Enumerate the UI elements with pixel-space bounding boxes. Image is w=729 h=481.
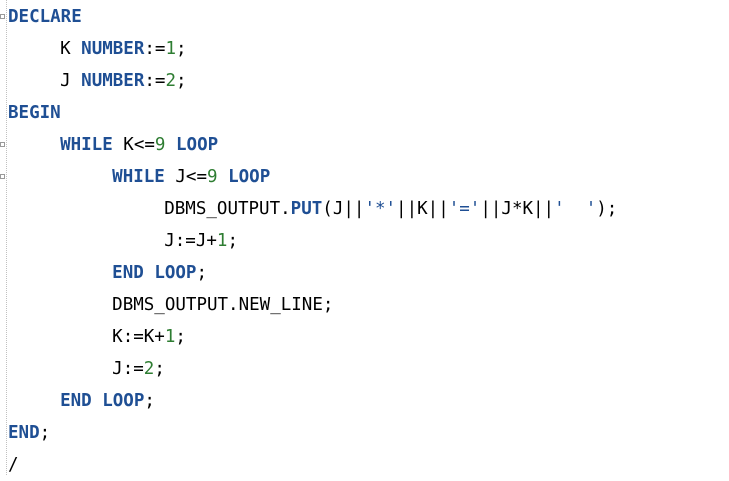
- code-token: ;: [144, 391, 155, 411]
- code-token: ;: [196, 263, 208, 283]
- code-token: ;: [227, 231, 239, 251]
- fold-toggle-icon[interactable]: [0, 14, 5, 19]
- code-token: NUMBER: [81, 71, 145, 91]
- code-line[interactable]: BEGIN: [8, 97, 61, 129]
- code-token: [218, 167, 229, 187]
- code-token: BEGIN: [8, 103, 61, 123]
- code-token: K: [60, 39, 82, 59]
- code-token: [92, 391, 103, 411]
- code-token: 9: [154, 135, 166, 155]
- code-token: ;: [176, 39, 187, 59]
- code-line[interactable]: J NUMBER:=2;: [60, 65, 186, 97]
- code-line[interactable]: END LOOP;: [112, 257, 207, 289]
- code-token: 9: [207, 167, 218, 187]
- code-token: [165, 135, 176, 155]
- code-line[interactable]: DECLARE: [8, 1, 82, 33]
- code-token: J: [60, 71, 82, 91]
- code-token: K:=K+: [112, 327, 165, 347]
- code-token: 2: [143, 359, 155, 379]
- code-token: PUT: [290, 199, 323, 219]
- code-token: LOOP: [102, 391, 145, 411]
- code-line[interactable]: K NUMBER:=1;: [60, 33, 186, 65]
- code-token: /: [8, 455, 19, 475]
- code-line[interactable]: END;: [8, 417, 50, 449]
- code-token: LOOP: [176, 135, 219, 155]
- code-token: END: [112, 263, 144, 283]
- code-token: '*': [364, 199, 397, 219]
- code-token: LOOP: [154, 263, 197, 283]
- code-token: DBMS_OUTPUT.NEW_LINE;: [112, 295, 334, 315]
- code-line[interactable]: J:=J+1;: [164, 225, 238, 257]
- code-token: J:=: [112, 359, 144, 379]
- code-token: DBMS_OUTPUT.: [164, 199, 291, 219]
- code-line[interactable]: WHILE J<=9 LOOP: [112, 161, 270, 193]
- code-token: ;: [154, 359, 165, 379]
- code-token: [144, 263, 155, 283]
- code-token: J:=J+: [164, 231, 217, 251]
- code-token: WHILE: [60, 135, 113, 155]
- code-line[interactable]: WHILE K<=9 LOOP: [60, 129, 218, 161]
- code-token: 1: [164, 327, 176, 347]
- code-token: END: [60, 391, 92, 411]
- code-line[interactable]: /: [8, 449, 19, 481]
- code-token: END: [8, 423, 40, 443]
- code-token: '=': [448, 199, 481, 219]
- code-token: :=: [144, 39, 166, 59]
- code-token: WHILE: [112, 167, 165, 187]
- code-token: NUMBER: [81, 39, 145, 59]
- code-line[interactable]: K:=K+1;: [112, 321, 186, 353]
- code-token: ;: [39, 423, 51, 443]
- code-token: (J||: [322, 199, 365, 219]
- code-token: :=: [144, 71, 166, 91]
- code-token: ;: [176, 71, 187, 91]
- fold-gutter: [0, 0, 7, 475]
- code-token: 1: [216, 231, 228, 251]
- code-token: ||K||: [396, 199, 449, 219]
- code-token: );: [596, 199, 618, 219]
- code-token: LOOP: [228, 167, 271, 187]
- fold-toggle-icon[interactable]: [0, 174, 5, 179]
- code-token: ;: [175, 327, 186, 347]
- code-line[interactable]: END LOOP;: [60, 385, 155, 417]
- code-token: DECLARE: [8, 7, 82, 27]
- code-line[interactable]: J:=2;: [112, 353, 165, 385]
- code-line[interactable]: DBMS_OUTPUT.NEW_LINE;: [112, 289, 333, 321]
- code-token: 1: [165, 39, 176, 59]
- code-token: ||J*K||: [480, 199, 555, 219]
- code-token: ' ': [554, 199, 597, 219]
- fold-toggle-icon[interactable]: [0, 142, 5, 147]
- code-token: 2: [165, 71, 176, 91]
- code-token: K<=: [112, 135, 155, 155]
- code-token: J<=: [164, 167, 207, 187]
- code-line[interactable]: DBMS_OUTPUT.PUT(J||'*'||K||'='||J*K||' '…: [164, 193, 617, 225]
